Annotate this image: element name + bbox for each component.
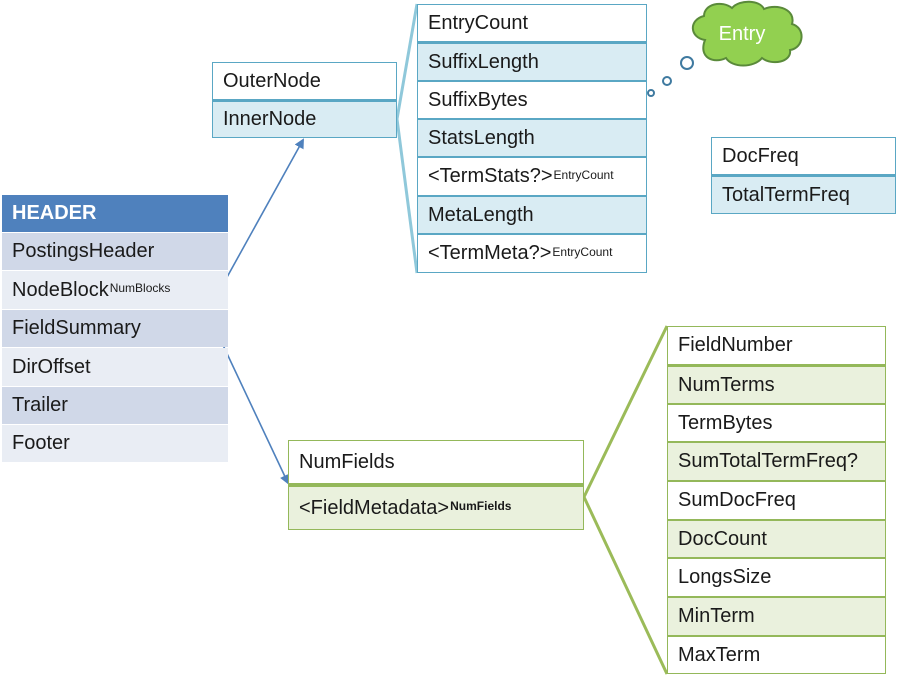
field-row-numfields: NumFields — [288, 440, 584, 484]
fm-row-sumtotaltermfreq: SumTotalTermFreq? — [667, 442, 886, 481]
header-title: HEADER — [2, 195, 228, 232]
fm-row-numterms: NumTerms — [667, 365, 886, 404]
fm-row-doccount: DocCount — [667, 520, 886, 558]
header-row-diroffset: DirOffset — [2, 348, 228, 386]
stats-row-totaltermfreq: TotalTermFreq — [711, 175, 896, 214]
fieldmetadata-expand-bracket — [582, 325, 669, 675]
node-row-innernode: InnerNode — [212, 100, 397, 138]
arrow-nodeblock-to-innernode — [220, 138, 304, 289]
header-row-trailer: Trailer — [2, 387, 228, 424]
fm-row-minterm: MinTerm — [667, 597, 886, 636]
fm-row-sumdocfreq: SumDocFreq — [667, 481, 886, 520]
entry-cloud-shape — [691, 0, 803, 67]
entry-cloud-label: Entry — [719, 23, 766, 45]
header-row-postingsheader: PostingsHeader — [2, 233, 228, 270]
inner-row-termmeta: <TermMeta?>EntryCount — [417, 234, 647, 273]
thought-dot-small — [647, 89, 655, 97]
inner-row-metalength: MetaLength — [417, 196, 647, 234]
fm-row-longssize: LongsSize — [667, 558, 886, 597]
inner-row-suffixlength: SuffixLength — [417, 42, 647, 81]
inner-row-termstats: <TermStats?>EntryCount — [417, 157, 647, 196]
thought-dot-large — [680, 56, 694, 70]
inner-row-entrycount: EntryCount — [417, 4, 647, 42]
header-row-fieldsummary: FieldSummary — [2, 310, 228, 347]
field-row-fieldmetadata: <FieldMetadata>NumFields — [288, 484, 584, 530]
innernode-expand-bracket — [395, 3, 419, 274]
fm-row-fieldnumber: FieldNumber — [667, 326, 886, 365]
node-row-outernode: OuterNode — [212, 62, 397, 100]
inner-row-statslength: StatsLength — [417, 119, 647, 157]
thought-dot-medium — [662, 76, 672, 86]
fm-row-termbytes: TermBytes — [667, 404, 886, 442]
fm-row-maxterm: MaxTerm — [667, 636, 886, 674]
inner-row-suffixbytes: SuffixBytes — [417, 81, 647, 119]
header-row-footer: Footer — [2, 425, 228, 462]
stats-row-docfreq: DocFreq — [711, 137, 896, 175]
